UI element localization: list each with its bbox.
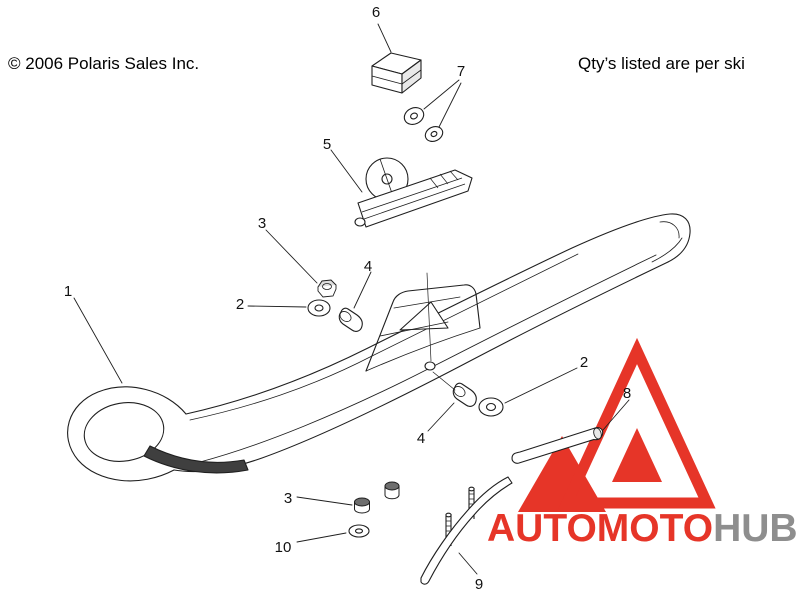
watermark-triangle-left xyxy=(518,436,606,512)
ski-body xyxy=(67,213,691,482)
watermark-triangle-outline xyxy=(558,337,716,509)
part-2-washer-top xyxy=(307,299,331,317)
part-2-washer-bottom xyxy=(478,397,504,417)
leader-10 xyxy=(296,532,347,543)
leader-1 xyxy=(73,297,123,384)
callout-1: 1 xyxy=(64,283,72,300)
watermark-logo: AUTOMOTOHUB xyxy=(487,337,798,550)
ski-saddle-cutout xyxy=(399,301,449,331)
leader-3a xyxy=(265,229,318,284)
part-6-stop-block xyxy=(371,52,422,94)
callout-8: 8 xyxy=(623,385,631,402)
leader-lines xyxy=(73,23,630,575)
part-8-pin xyxy=(511,427,604,464)
watermark-wordmark: AUTOMOTOHUB xyxy=(487,507,798,550)
leader-3b xyxy=(296,496,353,506)
part-3-nuts-bottom xyxy=(354,481,400,514)
ski-saddle-base xyxy=(365,327,481,372)
callout-4-top: 4 xyxy=(364,258,372,275)
callout-9: 9 xyxy=(475,576,483,593)
leader-9 xyxy=(458,552,478,575)
leader-6 xyxy=(377,23,392,53)
part-10-washer xyxy=(348,524,370,538)
ski-saddle-seam xyxy=(379,296,461,337)
callout-5: 5 xyxy=(323,136,331,153)
watermark-text-automoto: AUTOMOTO xyxy=(487,507,713,550)
ski-contour-line xyxy=(189,253,579,421)
leader-4b xyxy=(427,402,455,432)
copyright-text: © 2006 Polaris Sales Inc. xyxy=(8,54,200,73)
callout-2-right: 2 xyxy=(580,354,588,371)
callout-labels: 6 7 5 3 2 4 1 2 8 4 3 10 9 xyxy=(64,4,631,593)
leader-7a xyxy=(423,79,460,110)
watermark-text-hub: HUB xyxy=(713,507,798,550)
leader-5 xyxy=(330,149,363,193)
ski-top-edge xyxy=(185,213,691,415)
callout-4-bottom: 4 xyxy=(417,430,425,447)
part-5-spindle-bracket xyxy=(354,157,473,228)
callout-3-bottom: 3 xyxy=(284,490,292,507)
ski-spindle-hole xyxy=(424,361,436,371)
assembly-axis-line xyxy=(426,272,456,391)
ski-tail-detail xyxy=(651,221,683,263)
ski-tip-loop xyxy=(67,386,187,482)
part-4-bushing-top xyxy=(338,307,363,332)
leader-8 xyxy=(602,399,630,431)
ski-tip-loop-hole xyxy=(83,402,165,462)
part-7-washers xyxy=(403,107,444,142)
part-9-wear-bar xyxy=(420,476,513,585)
ski-saddle xyxy=(365,284,481,372)
part-4-bushing-bottom xyxy=(452,382,477,407)
part-3-nut-top xyxy=(317,279,337,298)
callout-3-top: 3 xyxy=(258,215,266,232)
leader-4a xyxy=(353,271,372,309)
leader-7b xyxy=(438,82,462,128)
callout-6: 6 xyxy=(372,4,380,21)
ski-handle-strap xyxy=(143,445,249,474)
callout-10: 10 xyxy=(275,539,292,556)
leader-2b xyxy=(504,367,578,404)
callout-2-top: 2 xyxy=(236,296,244,313)
watermark-triangle-inner xyxy=(612,428,662,482)
callout-7: 7 xyxy=(457,63,465,80)
qty-note-text: Qty’s listed are per ski xyxy=(578,54,745,73)
leader-2a xyxy=(247,305,307,308)
